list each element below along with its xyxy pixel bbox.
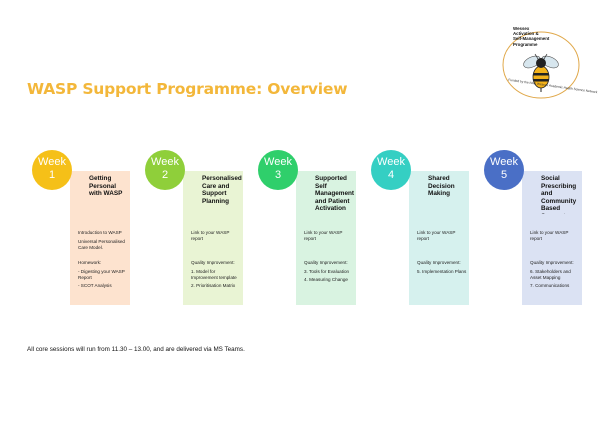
section-text: 3. Tools for Evaluation [304,268,350,274]
week-number: 3 [274,169,282,181]
week-link-panel: Link to your WASP report [296,214,356,250]
week-qi-panel: Quality Improvement: 6. Stakeholders and… [522,250,582,305]
week-link-panel: Link to your WASP report [183,214,243,250]
week-title: Supported Self Management and Patient Ac… [315,175,355,213]
week-number: 2 [161,169,169,181]
section-text: 2. Prioritisation Matrix [191,283,236,288]
section-text: Quality Improvement: [304,260,348,265]
week-label: Week [38,156,66,168]
report-link[interactable]: Link to your WASP report [417,230,456,241]
logo-line: Self-Management [513,36,550,42]
week-title: Shared Decision Making [428,175,455,198]
week-link-panel: Link to your WASP report [409,214,469,250]
week-header-panel: Getting Personal with WASP [70,171,130,214]
week-link-panel: Link to your WASP report [522,214,582,250]
week-qi-panel: Quality Improvement: 5. Implementation P… [409,250,469,305]
week-badge: Week 2 [145,150,185,190]
week-qi-panel: Quality Improvement: 1. Model for Improv… [183,250,243,305]
section-text: 1. Model for Improvement template [191,268,237,280]
section-text: Quality Improvement: [417,260,461,265]
week-badge: Week 1 [32,150,72,190]
section-text: 5. Implementation Plans [417,268,467,274]
section-text: 7. Communications [530,283,570,288]
logo-line: Wessex [513,26,530,31]
week-qi-panel: Quality Improvement: 3. Tools for Evalua… [296,250,356,305]
page-title: WASP Support Programme: Overview [27,80,348,98]
week-label: Week [264,156,292,168]
report-link[interactable]: Link to your WASP report [530,230,569,241]
week-badge: Week 5 [484,150,524,190]
week-header-panel: Personalised Care and Support Planning [183,171,243,214]
week-header-panel: Shared Decision Making [409,171,469,214]
section-text: 6. Stakeholders and Asset Mapping [530,268,571,280]
week-label: Week [151,156,179,168]
week-homework-panel: Homework: - Digesting your WASP Report -… [70,250,130,305]
week-badge: Week 4 [371,150,411,190]
logo-text: Wessex Activation & Self-Management Prog… [513,26,549,47]
section-text: 4. Measuring Change [304,277,348,282]
week-number: 1 [48,169,56,181]
week-3-column: Supported Self Management and Patient Ac… [256,150,356,310]
section-text: Introduction to WASP [78,230,122,235]
logo-line: Programme [513,41,538,47]
section-text: - SCOT Analysis [78,283,112,288]
section-text: Quality Improvement: [530,260,574,265]
week-number: 5 [500,169,508,181]
week-4-column: Shared Decision Making Link to your WASP… [369,150,469,310]
week-5-column: Social Prescribing and Community Based S… [482,150,582,310]
week-badge: Week 3 [258,150,298,190]
section-text: Homework: [78,260,102,265]
week-label: Week [377,156,405,168]
week-title: Personalised Care and Support Planning [202,175,242,205]
week-header-panel: Social Prescribing and Community Based S… [522,171,582,220]
section-text: - Digesting your WASP Report [78,268,125,280]
week-label: Week [490,156,518,168]
week-title: Getting Personal with WASP [89,175,123,198]
week-header-panel: Supported Self Management and Patient Ac… [296,171,356,214]
logo-line: Activation & [513,31,539,37]
section-text: Universal Personalised Care Model. [78,238,125,250]
week-2-column: Personalised Care and Support Planning L… [143,150,243,310]
section-text: Quality Improvement: [191,260,235,265]
week-number: 4 [387,169,395,181]
report-link[interactable]: Link to your WASP report [304,230,343,241]
report-link[interactable]: Link to your WASP report [191,230,230,241]
sessions-note: All core sessions will run from 11.30 – … [27,346,245,353]
wasp-logo-icon [502,31,580,99]
week-intro-panel: Introduction to WASP Universal Personali… [70,214,130,250]
week-1-column: Getting Personal with WASP Introduction … [30,150,130,310]
